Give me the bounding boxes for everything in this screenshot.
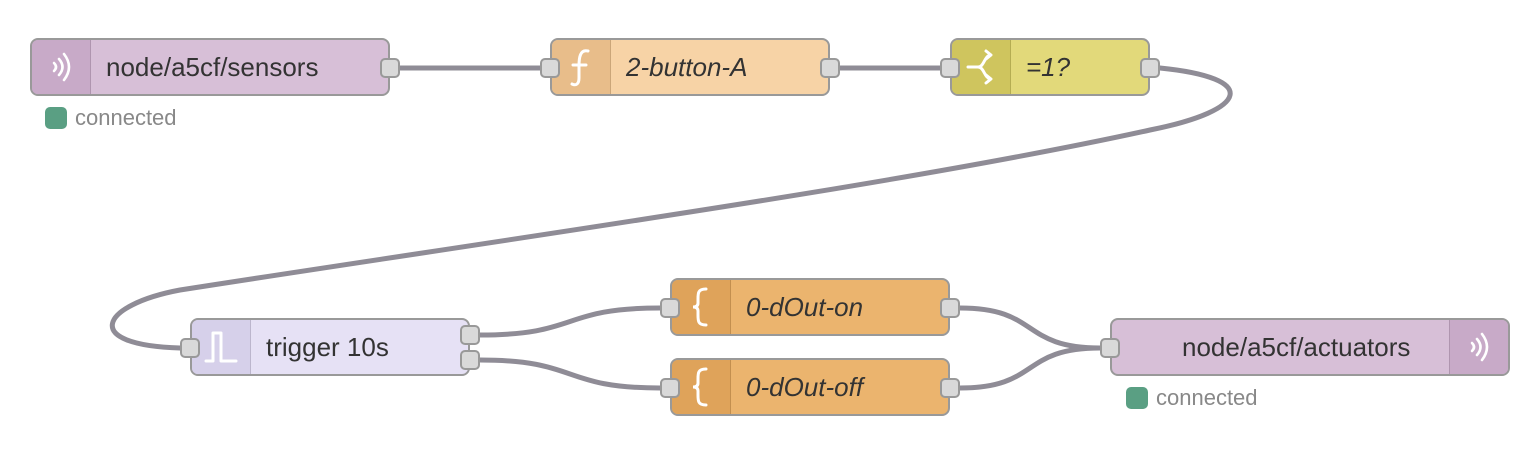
- node-label: 0-dOut-on: [746, 291, 864, 322]
- node-label: =1?: [1026, 51, 1071, 82]
- input-port[interactable]: [940, 58, 960, 78]
- node-label: node/a5cf/sensors: [106, 51, 319, 82]
- node-function-button[interactable]: 2-button-A: [550, 38, 830, 96]
- output-port[interactable]: [1140, 58, 1160, 78]
- input-port[interactable]: [540, 58, 560, 78]
- node-label: node/a5cf/actuators: [1182, 331, 1411, 362]
- mqtt-icon: [32, 40, 91, 94]
- input-port[interactable]: [1100, 338, 1120, 358]
- output-port[interactable]: [940, 378, 960, 398]
- function-icon: [552, 40, 611, 94]
- output-port[interactable]: [380, 58, 400, 78]
- status-sensors: connected: [45, 105, 177, 131]
- status-text: connected: [1156, 385, 1258, 410]
- node-switch-equals-one[interactable]: =1?: [950, 38, 1150, 96]
- node-template-off[interactable]: 0-dOut-off: [670, 358, 950, 416]
- node-label: trigger 10s: [266, 331, 389, 362]
- node-label: 2-button-A: [626, 51, 748, 82]
- status-actuators: connected: [1126, 385, 1258, 411]
- node-mqtt-sensors[interactable]: node/a5cf/sensors: [30, 38, 390, 96]
- wire-trigger-to-on[interactable]: [477, 305, 663, 338]
- node-label: 0-dOut-off: [746, 371, 864, 402]
- mqtt-icon: [1449, 320, 1508, 374]
- node-trigger[interactable]: trigger 10s: [190, 318, 470, 376]
- wire-off-to-actuators[interactable]: [957, 345, 1103, 391]
- status-dot: [45, 107, 67, 129]
- wire-trigger-to-off[interactable]: [477, 357, 663, 391]
- output-port[interactable]: [940, 298, 960, 318]
- input-port[interactable]: [180, 338, 200, 358]
- wire-switch-to-trigger[interactable]: [110, 65, 1233, 351]
- wire-on-to-actuators[interactable]: [957, 305, 1103, 351]
- trigger-icon: [192, 320, 251, 374]
- output-port[interactable]: [460, 325, 480, 345]
- input-port[interactable]: [660, 298, 680, 318]
- switch-icon: [952, 40, 1011, 94]
- template-icon: [672, 360, 731, 414]
- template-icon: [672, 280, 731, 334]
- status-text: connected: [75, 105, 177, 130]
- node-template-on[interactable]: 0-dOut-on: [670, 278, 950, 336]
- output-port[interactable]: [460, 350, 480, 370]
- node-mqtt-actuators[interactable]: node/a5cf/actuators: [1110, 318, 1510, 376]
- output-port[interactable]: [820, 58, 840, 78]
- input-port[interactable]: [660, 378, 680, 398]
- status-dot: [1126, 387, 1148, 409]
